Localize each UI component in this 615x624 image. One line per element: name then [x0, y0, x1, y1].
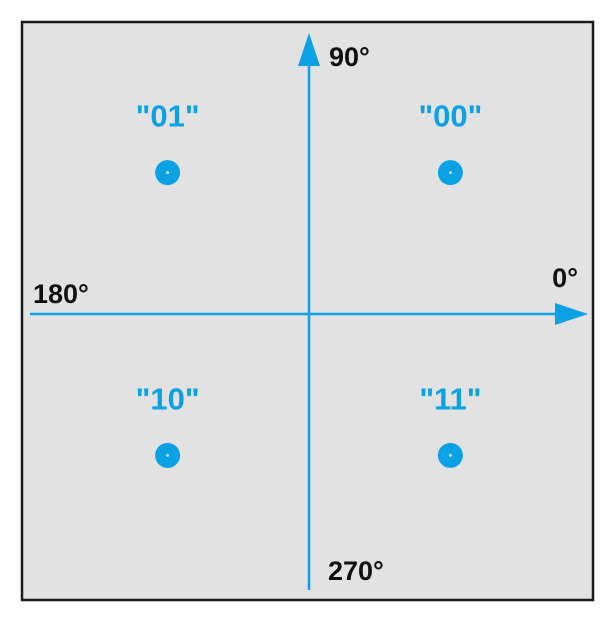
- constellation-point-label: "01": [136, 99, 200, 134]
- constellation-point-center: [449, 454, 452, 457]
- constellation-point-label: "00": [418, 99, 482, 134]
- vertical-axis-arrowhead: [298, 33, 320, 66]
- angle-label-0: 0°: [552, 263, 578, 293]
- constellation-point-center: [449, 171, 452, 174]
- constellation-point-center: [166, 171, 169, 174]
- constellation-points: "00" "01" "10" "11": [136, 99, 482, 468]
- angle-label-270: 270°: [328, 556, 384, 586]
- constellation-point-label: "11": [419, 381, 481, 416]
- constellation-point-label: "10": [136, 381, 200, 416]
- horizontal-axis-arrowhead: [555, 303, 588, 325]
- diagram-frame: [20, 20, 595, 602]
- constellation-point-center: [166, 454, 169, 457]
- angle-label-180: 180°: [33, 279, 89, 309]
- angle-label-90: 90°: [329, 42, 370, 72]
